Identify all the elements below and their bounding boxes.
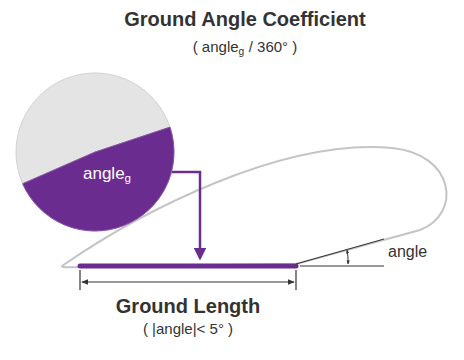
- sector-label-group: angleg: [83, 164, 131, 184]
- formula: ( angleg / 360° ): [193, 38, 298, 57]
- sector-label: angle: [83, 164, 125, 183]
- angle-base-line: [300, 266, 384, 267]
- dimension-tick: [295, 270, 296, 290]
- formula-text: ( angle: [193, 38, 239, 55]
- title: Ground Angle Coefficient: [124, 8, 365, 31]
- dimension-label: Ground Length: [116, 295, 260, 318]
- dimension-tick: [79, 270, 80, 290]
- subscript: g: [239, 46, 245, 57]
- full-circle: [16, 73, 174, 231]
- ground-bar: [80, 264, 296, 269]
- sector-shape: [15, 72, 175, 232]
- angle-label: angle: [388, 243, 427, 261]
- purple-sector: [23, 127, 174, 231]
- angle-sector: angleg: [15, 72, 175, 232]
- angle-arc: [347, 250, 348, 264]
- formula-text: / 360° ): [249, 38, 298, 55]
- subscript: g: [125, 172, 131, 184]
- condition-label: ( |angle|< 5° ): [143, 320, 233, 337]
- dimension-line: [82, 281, 294, 282]
- angle-slope-line: [296, 239, 384, 264]
